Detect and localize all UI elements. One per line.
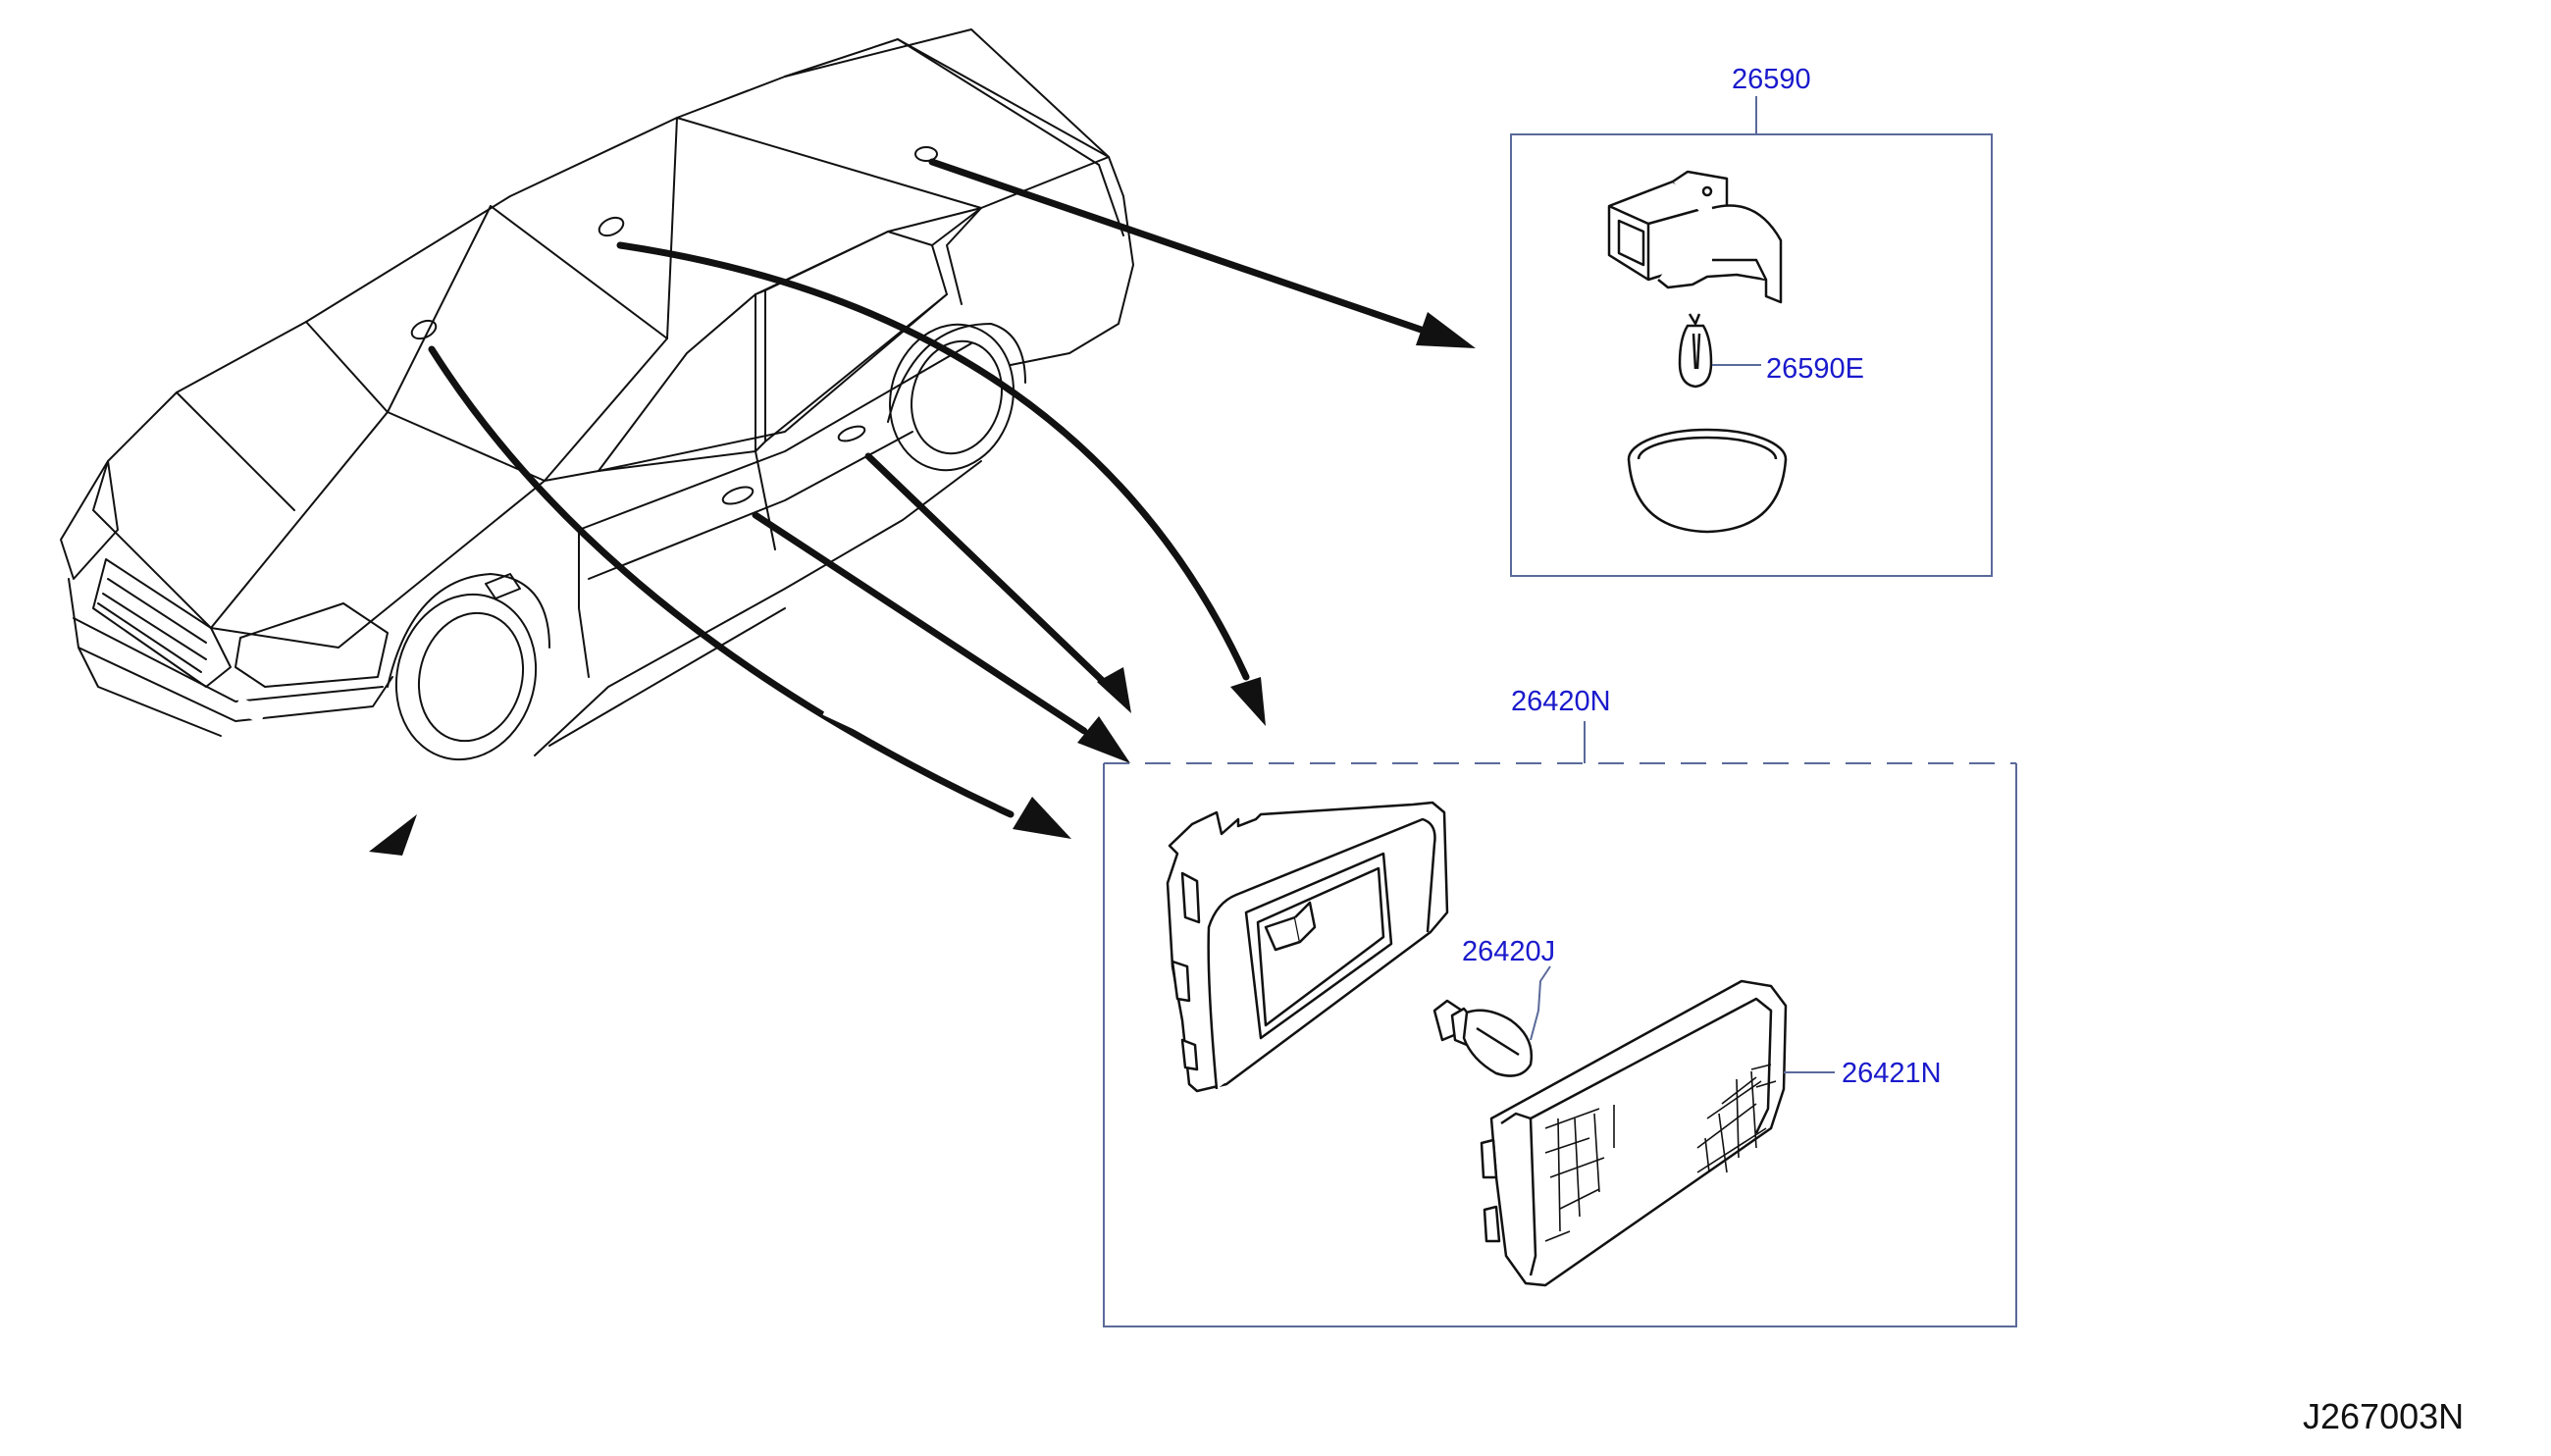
arrow-roof-front-to-26420N — [428, 345, 1015, 818]
car-side-mirror — [485, 573, 521, 599]
arrow-front-door-to-26420N — [752, 511, 1088, 735]
callout-26420J: 26420J — [1462, 936, 1555, 967]
car-front-door-edge — [578, 529, 590, 678]
step-lamp-housing — [1166, 801, 1449, 1093]
car-hood — [92, 321, 389, 629]
callout-26590: 26590 — [1732, 64, 1811, 95]
step-lamp-lens-drawing — [1480, 979, 1788, 1287]
car-windshield — [305, 205, 492, 413]
arrow-heads — [1013, 312, 1476, 839]
car-front-wheel — [394, 593, 538, 761]
car-rear-wheel-arch — [887, 323, 1026, 423]
callout-26420N: 26420N — [1511, 686, 1611, 717]
car-rear-door-edge — [755, 450, 776, 550]
room-lamp-lens — [1627, 428, 1788, 534]
car-grille — [92, 558, 232, 688]
callout-26421N: 26421N — [1842, 1058, 1942, 1089]
arrow-roof-to-26590 — [928, 158, 1436, 338]
lamp-marker-roof-center — [598, 216, 625, 237]
part-26590-group: 26590 26590E — [1510, 64, 1993, 577]
lamp-marker-roof-rear — [914, 146, 938, 162]
leader-arrows — [428, 158, 1436, 818]
car-illustration — [60, 28, 1134, 761]
car-front-wheel-arch — [387, 573, 550, 688]
crossing-gaps — [234, 697, 1042, 757]
car-belt-line — [544, 293, 948, 482]
arrow-rear-door-to-26420N — [864, 452, 1113, 691]
lamp-marker-rear-door — [837, 425, 866, 442]
callout-26590E: 26590E — [1766, 353, 1864, 385]
part-26590-box — [1510, 133, 1993, 577]
lamp-marker-roof-front — [410, 319, 438, 340]
car-front-side-window — [598, 293, 756, 472]
lamp-marker-front-door — [721, 486, 755, 505]
document-id: J267003N — [2303, 1396, 2464, 1436]
front-direction-arrow — [369, 814, 417, 856]
car-trunk — [1010, 156, 1134, 366]
part-26420N-group: 26420N 26420J 26421N — [1103, 686, 2017, 1327]
part-26420N-box — [1103, 763, 2017, 1327]
step-lamp-lens-texture — [1544, 1064, 1777, 1242]
car-headlight — [234, 602, 389, 688]
car-rear-wheel — [889, 323, 1015, 472]
arrow-roof-center-to-26420N — [616, 241, 1250, 681]
car-front-bumper — [68, 578, 393, 722]
car-roof — [305, 38, 1110, 323]
room-lamp-bulb-drawing — [1678, 313, 1761, 389]
step-lamp-bulb-drawing — [1432, 965, 1551, 1077]
room-lamp-socket — [1607, 170, 1783, 304]
